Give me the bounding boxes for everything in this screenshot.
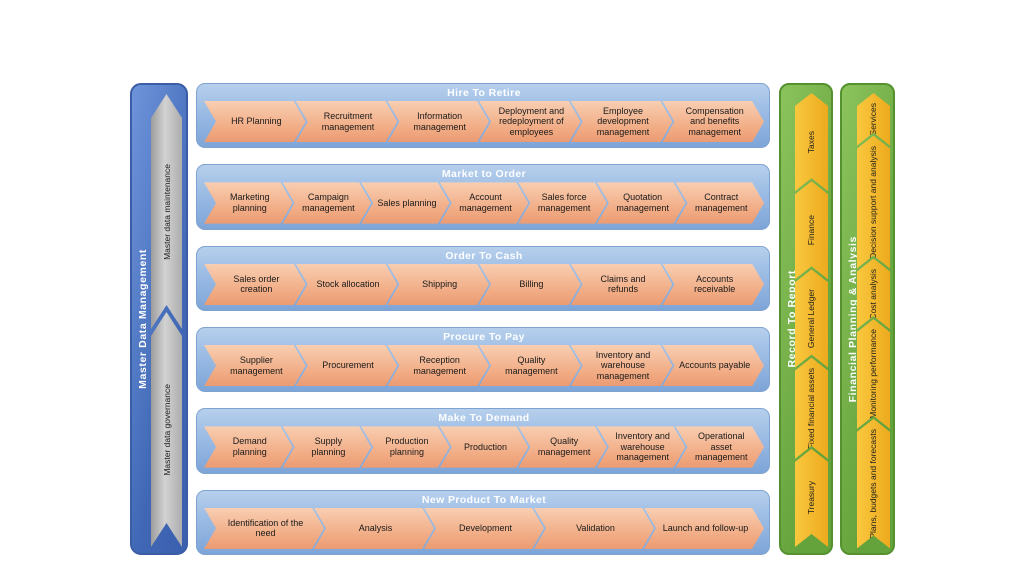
row-steps: Supplier management Procurement Receptio… xyxy=(204,345,764,386)
process-step: Supply planning xyxy=(283,426,372,467)
row-order-to-cash: Order To Cash Sales order creation Stock… xyxy=(196,245,770,311)
record-to-report-segments: Taxes Finance General Ledger Fixed finan… xyxy=(795,93,828,547)
segment-label: General Ledger xyxy=(806,288,817,348)
segment-label: Fixed financial assets xyxy=(806,367,817,449)
master-data-governance-label: Master data governance xyxy=(161,383,172,476)
process-step: Inventory and warehouse management xyxy=(597,426,686,467)
process-step: Campaign management xyxy=(283,182,372,223)
row-title: Hire To Retire xyxy=(447,87,521,99)
process-step: Operational asset management xyxy=(675,426,764,467)
process-step: Deployment and redeployment of employees xyxy=(479,101,581,142)
row-steps: Demand planning Supply planning Producti… xyxy=(204,426,764,467)
row-steps: Identification of the need Analysis Deve… xyxy=(204,508,764,549)
master-data-management-label-wrap: Master Data Management xyxy=(133,85,153,553)
segment-label: Cost analysis xyxy=(868,268,879,320)
row-procure-to-pay: Procure To Pay Supplier management Procu… xyxy=(196,326,770,393)
master-data-arrow-column: Master data maintenance Master data gove… xyxy=(151,94,182,547)
process-step: Identification of the need xyxy=(204,508,324,549)
process-rows: Hire To Retire HR Planning Recruitment m… xyxy=(196,83,770,555)
segment-decision-support: Decision support and analysis xyxy=(857,136,890,269)
process-step: Quality management xyxy=(518,426,607,467)
row-title: New Product To Market xyxy=(421,493,547,506)
master-data-maintenance-arrow: Master data maintenance xyxy=(151,94,182,329)
process-step: HR Planning xyxy=(204,101,306,142)
process-step: Information management xyxy=(387,101,489,142)
row-market-to-order: Market to Order Marketing planning Campa… xyxy=(196,164,770,230)
financial-planning-segments: Services Decision support and analysis C… xyxy=(857,93,890,547)
master-data-maintenance-label: Master data maintenance xyxy=(161,163,172,260)
master-data-governance-arrow: Master data governance xyxy=(151,312,182,547)
segment-monitoring-performance: Monitoring performance xyxy=(857,319,890,429)
row-new-product-to-market: New Product To Market Identification of … xyxy=(196,489,770,555)
row-steps: HR Planning Recruitment management Infor… xyxy=(204,101,764,142)
row-hire-to-retire: Hire To Retire HR Planning Recruitment m… xyxy=(196,83,770,149)
process-step: Accounts receivable xyxy=(662,264,764,305)
process-step: Demand planning xyxy=(204,426,293,467)
process-step: Inventory and warehouse management xyxy=(571,345,673,386)
process-step: Validation xyxy=(534,508,654,549)
row-steps: Marketing planning Campaign management S… xyxy=(204,182,764,223)
process-step: Shipping xyxy=(387,264,489,305)
row-title: Make To Demand xyxy=(438,412,530,425)
segment-finance: Finance xyxy=(795,181,828,279)
process-step: Employee development management xyxy=(571,101,673,142)
segment-label: Decision support and analysis xyxy=(868,145,879,259)
process-step: Account management xyxy=(440,182,529,223)
process-step: Billing xyxy=(479,264,581,305)
process-step: Launch and follow-up xyxy=(644,508,764,549)
segment-label: Treasury xyxy=(806,481,817,515)
process-step: Production planning xyxy=(361,426,450,467)
segment-label: Taxes xyxy=(806,130,817,154)
process-step: Sales planning xyxy=(361,182,450,223)
segment-fixed-financial-assets: Fixed financial assets xyxy=(795,358,828,459)
segment-label: Plans, budgets and forecasts xyxy=(868,428,879,539)
row-title: Order To Cash xyxy=(445,249,523,262)
segment-cost-analysis: Cost analysis xyxy=(857,259,890,330)
process-step: Reception management xyxy=(387,345,489,386)
master-data-management-label: Master Data Management xyxy=(137,249,149,389)
process-step: Quotation management xyxy=(597,182,686,223)
segment-general-ledger: General Ledger xyxy=(795,269,828,367)
financial-planning-analysis-bar: Financial Planning & Analysis Services D… xyxy=(840,83,895,555)
process-step: Claims and refunds xyxy=(571,264,673,305)
segment-label: Finance xyxy=(806,215,817,246)
segment-plans-budgets-forecasts: Plans, budgets and forecasts xyxy=(857,419,890,549)
process-step: Development xyxy=(424,508,544,549)
process-step: Analysis xyxy=(314,508,434,549)
process-map-diagram: Master Data Management Master data maint… xyxy=(130,83,895,555)
row-make-to-demand: Make To Demand Demand planning Supply pl… xyxy=(196,408,770,474)
process-step: Production xyxy=(440,426,529,467)
process-step: Contract management xyxy=(675,182,764,223)
process-step: Sales force management xyxy=(518,182,607,223)
master-data-management-bar: Master Data Management Master data maint… xyxy=(130,83,188,555)
record-to-report-bar: Record To Report Taxes Finance General L… xyxy=(779,83,833,555)
segment-taxes: Taxes xyxy=(795,93,828,191)
process-step: Stock allocation xyxy=(296,264,398,305)
segment-label: Monitoring performance xyxy=(868,329,879,419)
process-step: Accounts payable xyxy=(662,345,764,386)
process-step: Procurement xyxy=(296,345,398,386)
process-step: Sales order creation xyxy=(204,264,306,305)
row-steps: Sales order creation Stock allocation Sh… xyxy=(204,264,764,305)
segment-treasury: Treasury xyxy=(795,449,828,547)
process-step: Compensation and benefits management xyxy=(662,101,764,142)
row-title: Market to Order xyxy=(441,168,527,181)
process-step: Supplier management xyxy=(204,345,306,386)
process-step: Quality management xyxy=(479,345,581,386)
process-step: Marketing planning xyxy=(204,182,293,223)
row-title: Procure To Pay xyxy=(443,330,525,343)
process-step: Recruitment management xyxy=(296,101,398,142)
